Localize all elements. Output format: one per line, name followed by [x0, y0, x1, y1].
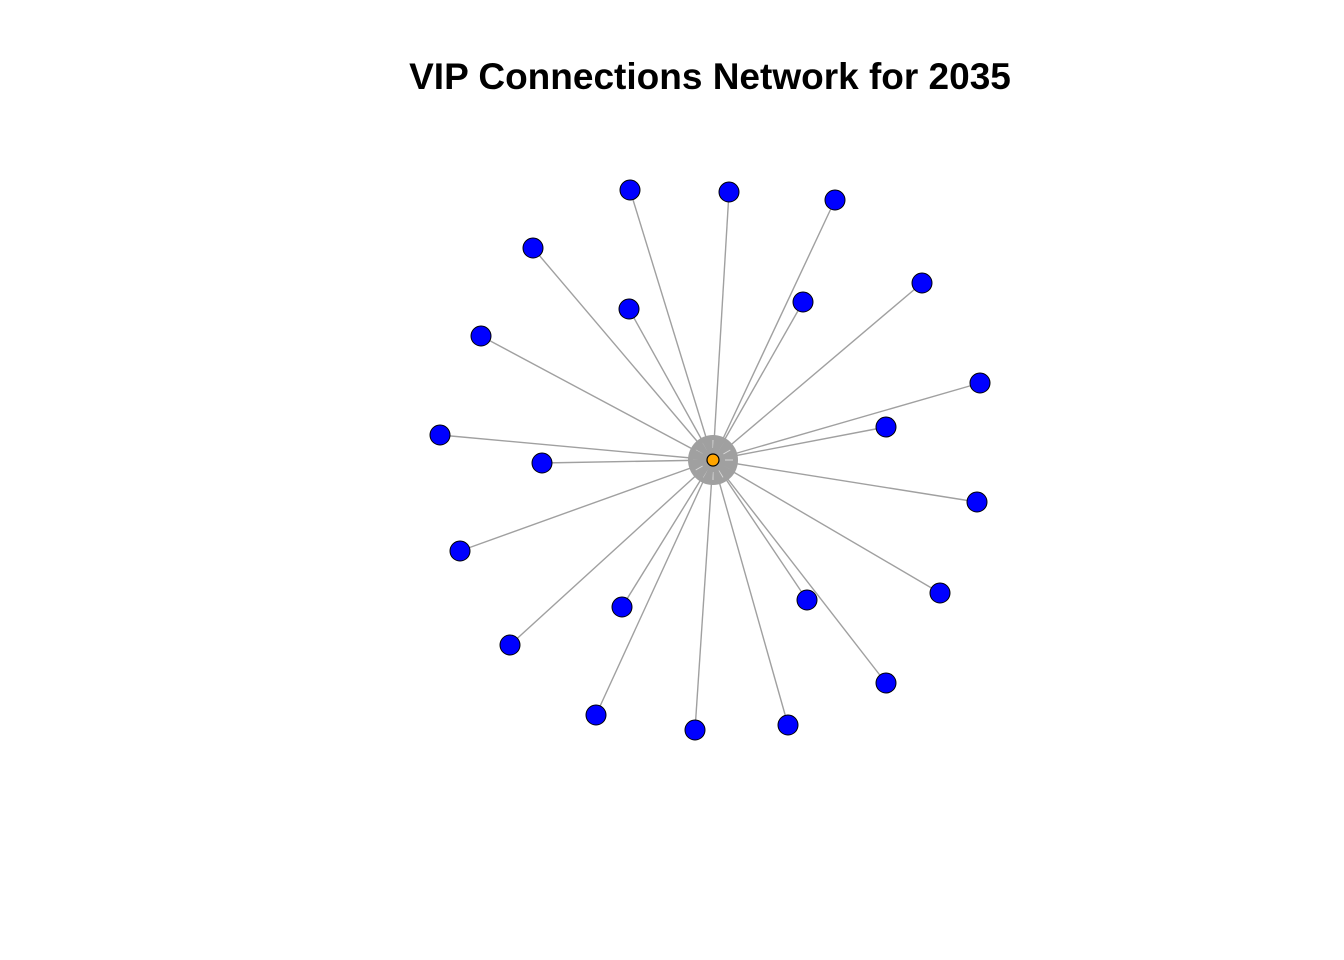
- node-n17: [796, 589, 818, 611]
- node-n21: [684, 719, 706, 741]
- node-n01: [619, 179, 641, 201]
- node-n11: [429, 424, 451, 446]
- edge-hub-n03: [712, 199, 836, 461]
- edge-hub-n09: [712, 382, 981, 461]
- node-n18: [499, 634, 521, 656]
- node-n02: [718, 181, 740, 203]
- edge-hub-n18: [509, 459, 714, 646]
- node-n22: [777, 714, 799, 736]
- edge-hub-n16: [621, 459, 714, 608]
- node-n06: [792, 291, 814, 313]
- hub-halo-tick: [695, 465, 703, 471]
- edge-layer: [439, 189, 981, 731]
- edge-hub-n13: [712, 459, 978, 503]
- node-n05: [618, 298, 640, 320]
- node-n14: [449, 540, 471, 562]
- edge-hub-n06: [712, 301, 804, 461]
- hub-halo-tick: [723, 449, 731, 455]
- node-hub: [706, 453, 720, 467]
- diagram-title: VIP Connections Network for 2035: [409, 56, 1011, 97]
- edge-hub-n10: [712, 426, 887, 461]
- edge-hub-n22: [712, 459, 789, 726]
- node-n03: [824, 189, 846, 211]
- edge-hub-n01: [629, 189, 714, 461]
- edge-hub-n14: [459, 459, 714, 552]
- edge-hub-n17: [712, 459, 808, 601]
- hub-halo-tick: [718, 470, 724, 478]
- edge-hub-n19: [712, 459, 887, 684]
- node-n07: [911, 272, 933, 294]
- edge-hub-n04: [532, 247, 714, 461]
- edge-hub-n11: [439, 434, 714, 461]
- node-n16: [611, 596, 633, 618]
- edge-hub-n15: [712, 459, 941, 594]
- edge-hub-n07: [712, 282, 923, 461]
- node-n09: [969, 372, 991, 394]
- edge-hub-n20: [595, 459, 714, 716]
- edge-hub-n08: [480, 335, 714, 461]
- node-n08: [470, 325, 492, 347]
- edge-hub-n02: [712, 191, 730, 461]
- node-n15: [929, 582, 951, 604]
- node-n12: [531, 452, 553, 474]
- node-n10: [875, 416, 897, 438]
- node-n20: [585, 704, 607, 726]
- node-n19: [875, 672, 897, 694]
- node-n04: [522, 237, 544, 259]
- node-n13: [966, 491, 988, 513]
- edge-hub-n12: [541, 459, 714, 464]
- edge-hub-n05: [628, 308, 714, 461]
- node-layer: [429, 179, 991, 741]
- edge-hub-n21: [694, 459, 714, 731]
